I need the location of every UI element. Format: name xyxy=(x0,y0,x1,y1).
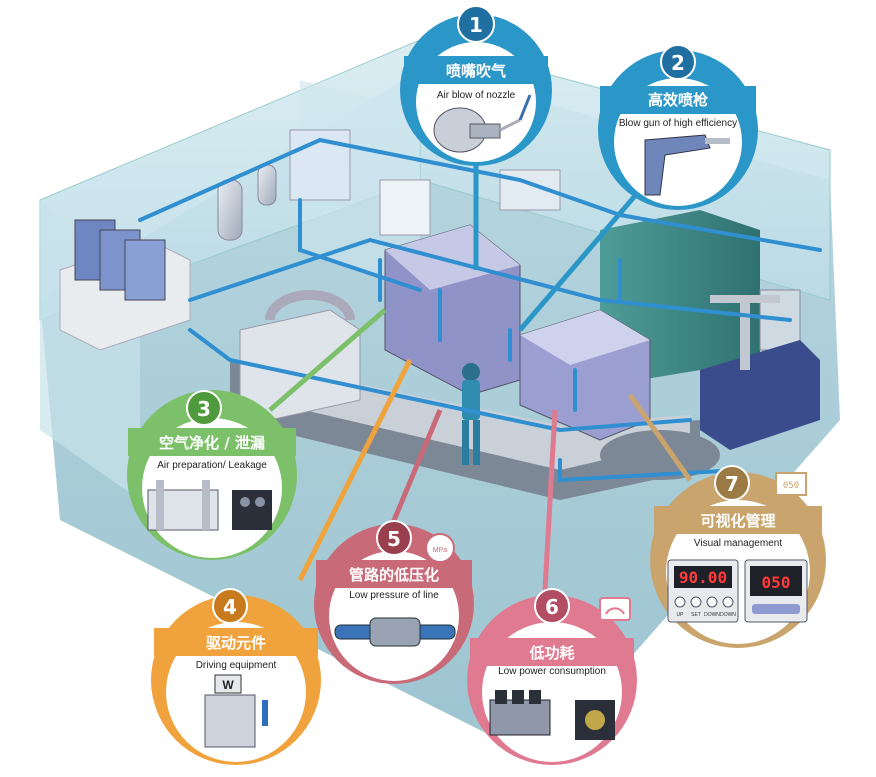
callout-7-title-en: Visual management xyxy=(694,538,782,549)
panel-left-key-2: SET xyxy=(691,612,701,618)
callout-4-title-en: Driving equipment xyxy=(196,660,277,671)
display-badge-icon: 050 xyxy=(775,472,807,496)
callout-1-air-blow-nozzle: 1 喷嘴吹气 Air blow of nozzle xyxy=(400,5,552,166)
callout-6-low-power: 6 低功耗 Low power consumption xyxy=(467,588,637,765)
pressure-unit: MPa xyxy=(433,547,448,554)
panel-left-key-4: DOWN xyxy=(720,612,736,618)
callout-3-title-en: Air preparation/ Leakage xyxy=(157,460,267,471)
callout-6-title-en: Low power consumption xyxy=(498,666,606,677)
air-tanks xyxy=(217,129,561,241)
callout-5-low-pressure-line: 5 管路的低压化 Low pressure of line MPa xyxy=(314,520,474,684)
callout-5-title-zh: 管路的低压化 xyxy=(349,566,439,584)
callout-leaders xyxy=(268,150,693,591)
callout-7-number: 7 xyxy=(725,472,739,496)
callout-2-title-zh: 高效喷枪 xyxy=(648,91,708,109)
callout-6-title-zh: 低功耗 xyxy=(528,644,574,662)
workbench xyxy=(239,290,361,421)
line-fitting-icon xyxy=(334,617,456,647)
panel-left-key-3: DOWN xyxy=(704,612,720,618)
panel-left-key-1: UP xyxy=(677,612,685,618)
robot-cell xyxy=(700,295,820,450)
callout-1-title-zh: 喷嘴吹气 xyxy=(446,62,506,80)
pressure-gauge-icon: MPa xyxy=(425,533,455,563)
callout-1-number: 1 xyxy=(469,13,483,37)
callout-2-title-en: Blow gun of high efficiency xyxy=(619,118,737,129)
callout-4-number: 4 xyxy=(223,595,237,619)
callout-2-blow-gun: 2 高效喷枪 Blow gun of high efficiency xyxy=(598,44,758,210)
callout-4-driving-equipment: 4 驱动元件 Driving equipment W xyxy=(151,588,321,765)
pressure-switch-panel-right: 050 xyxy=(744,559,808,623)
callout-7-visual-management: 7 可视化管理 Visual management 050 90.00 UP S… xyxy=(650,465,826,648)
callout-2-number: 2 xyxy=(671,51,685,75)
air-preparation-icon xyxy=(147,480,272,531)
callout-6-number: 6 xyxy=(545,595,559,619)
callout-5-number: 5 xyxy=(387,527,401,551)
panel-right-digits: 050 xyxy=(762,573,791,592)
nozzle-icon xyxy=(433,94,532,153)
panel-left-digits: 90.00 xyxy=(679,568,727,587)
pressure-switch-panel-left: 90.00 UP SET DOWN DOWN xyxy=(667,559,739,623)
power-meter-icon xyxy=(599,597,631,621)
callout-4-title-zh: 驱动元件 xyxy=(206,634,266,652)
callout-3-number: 3 xyxy=(197,397,211,421)
storage-racks xyxy=(59,219,191,351)
cylinder-icon: W xyxy=(204,674,268,748)
solenoid-valve-icon xyxy=(489,690,615,740)
badge-digits: 050 xyxy=(783,481,799,491)
callout-5-title-en: Low pressure of line xyxy=(349,590,439,601)
callout-7-title-zh: 可视化管理 xyxy=(700,512,775,530)
press-machine-1 xyxy=(384,224,521,396)
callout-3-title-zh: 空气净化 / 泄漏 xyxy=(159,434,265,452)
cylinder-weight-label: W xyxy=(222,678,234,692)
blow-gun-icon xyxy=(644,134,730,196)
callout-1-title-en: Air blow of nozzle xyxy=(437,90,516,101)
press-machine-2 xyxy=(519,309,651,441)
callout-3-air-preparation: 3 空气净化 / 泄漏 Air preparation/ Leakage xyxy=(127,390,297,560)
